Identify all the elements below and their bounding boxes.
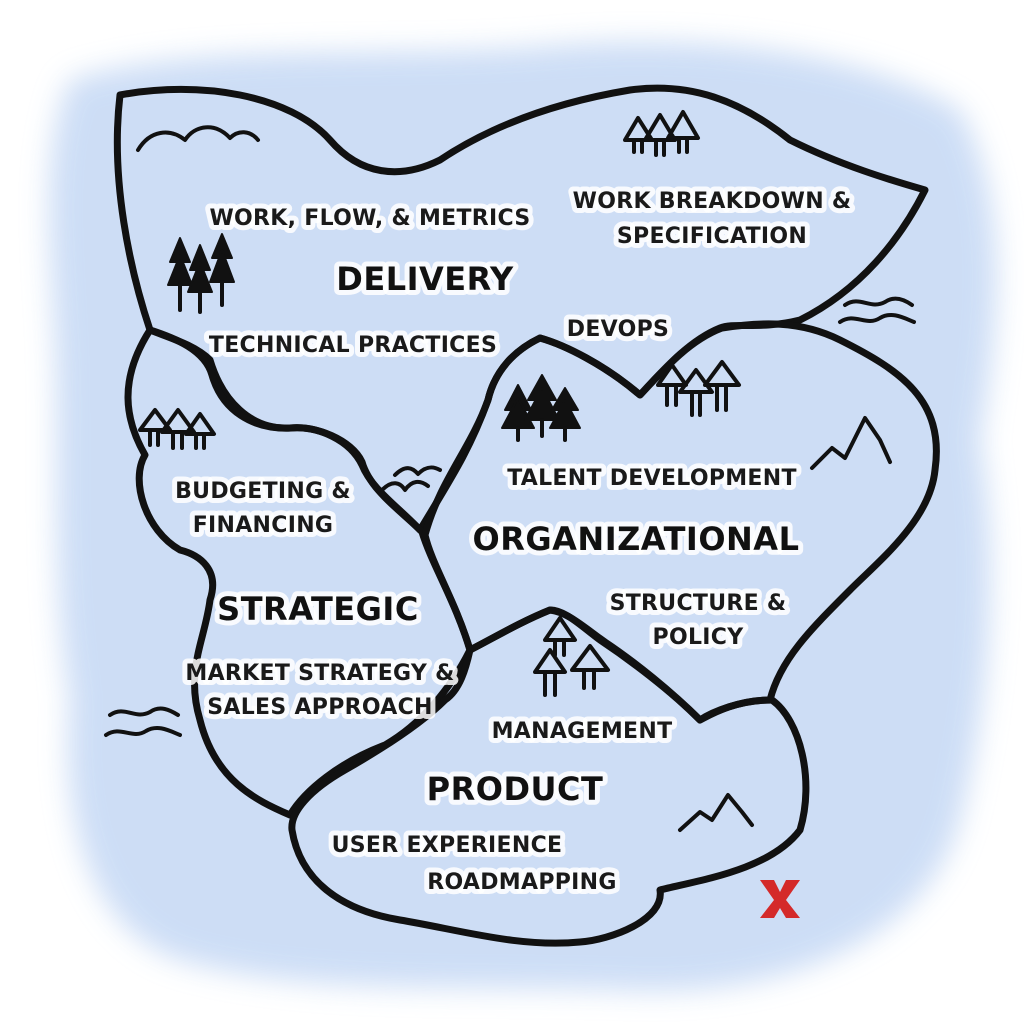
region-title-delivery: DELIVERY bbox=[336, 260, 514, 298]
trees-icon bbox=[656, 360, 741, 417]
label-structure-line1: STRUCTURE & bbox=[610, 591, 787, 616]
trees-icon bbox=[623, 110, 700, 157]
waves-icon bbox=[838, 296, 916, 324]
label-work-breakdown-line1: WORK BREAKDOWN & bbox=[573, 189, 852, 214]
region-strategic[interactable] bbox=[124, 326, 474, 819]
waves-icon bbox=[104, 706, 182, 737]
region-title-product: PRODUCT bbox=[427, 770, 604, 808]
region-title-organizational: ORGANIZATIONAL bbox=[473, 520, 800, 558]
mountain-icon bbox=[678, 793, 754, 832]
label-structure-line2: POLICY bbox=[653, 625, 745, 650]
label-user-experience: USER EXPERIENCE bbox=[332, 833, 563, 858]
trees-icon bbox=[167, 233, 235, 314]
label-technical-practices: TECHNICAL PRACTICES bbox=[209, 333, 497, 358]
label-management: MANAGEMENT bbox=[492, 719, 673, 744]
label-roadmapping: ROADMAPPING bbox=[427, 870, 616, 895]
birds-icon bbox=[380, 465, 442, 492]
hills-icon bbox=[136, 125, 260, 152]
mountain-icon bbox=[810, 416, 892, 470]
label-market-line1: MARKET STRATEGY & bbox=[185, 661, 454, 686]
label-work-breakdown-line2: SPECIFICATION bbox=[617, 224, 807, 249]
logo-icon bbox=[760, 880, 800, 918]
label-market-line2: SALES APPROACH bbox=[207, 695, 433, 720]
label-devops: DEVOPS bbox=[567, 317, 669, 342]
trees-icon bbox=[533, 616, 610, 697]
region-title-strategic: STRATEGIC bbox=[217, 590, 419, 628]
label-budgeting-line2: FINANCING bbox=[193, 513, 334, 538]
trees-icon bbox=[138, 408, 216, 450]
region-product[interactable] bbox=[288, 606, 810, 947]
label-talent-development: TALENT DEVELOPMENT bbox=[507, 466, 797, 491]
label-work-flow-metrics: WORK, FLOW, & METRICS bbox=[209, 206, 530, 231]
trees-icon bbox=[501, 374, 581, 442]
ocean bbox=[49, 42, 997, 991]
label-budgeting-line1: BUDGETING & bbox=[175, 479, 351, 504]
